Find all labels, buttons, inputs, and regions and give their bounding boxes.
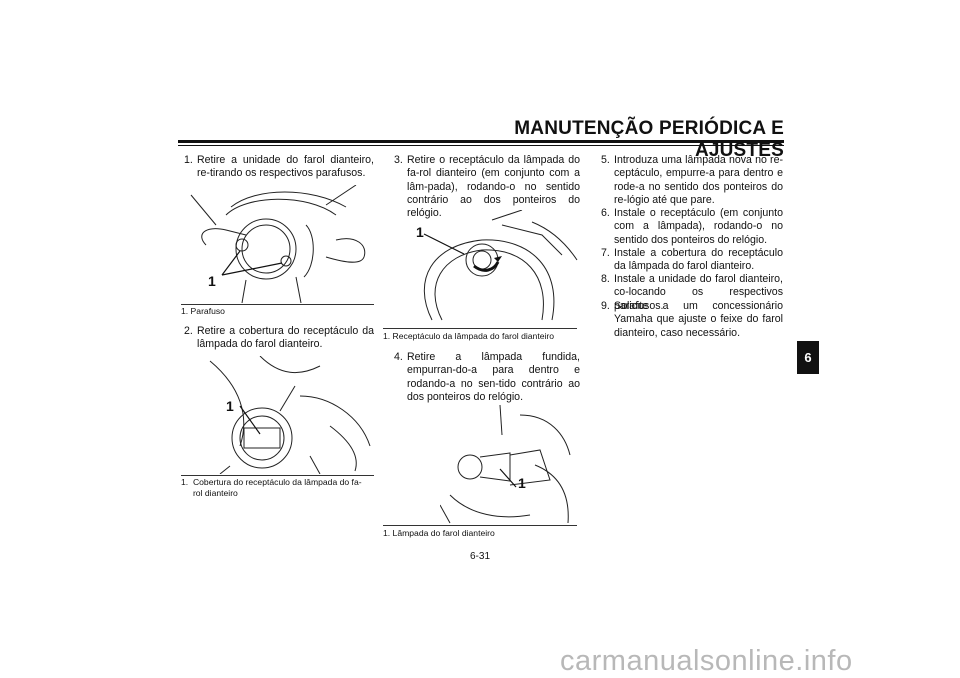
figure-bulb-socket: 1 (402, 210, 580, 328)
figure-caption: 1. Receptáculo da lâmpada do farol diant… (383, 331, 555, 341)
figure-caption: 1. Parafuso (181, 306, 225, 316)
page-number: 6-31 (469, 551, 490, 562)
step-1: 1.Retire a unidade do farol dianteiro, r… (184, 154, 374, 180)
step-3: 3.Retire o receptáculo da lâmpada do fa-… (394, 154, 580, 220)
figure-headlight-screws: 1 (186, 185, 374, 303)
figure-callout: 1 (208, 273, 216, 289)
figure-callout: 1 (226, 398, 234, 414)
step-5: 5.Introduza uma lâmpada nova no re-ceptá… (601, 154, 783, 206)
figure-bulb-cover: 1 (200, 356, 375, 474)
step-8: 8.Instale a unidade do farol dianteiro, … (601, 273, 783, 312)
header-rule-thin (178, 145, 784, 146)
chapter-tab: 6 (797, 341, 819, 374)
header-rule (178, 140, 784, 143)
caption-rule (383, 525, 577, 526)
step-4: 4.Retire a lâmpada fundida, empurran-do-… (394, 351, 580, 403)
figure-caption: 1. Cobertura do receptáculo da lâmpada d… (181, 477, 362, 498)
caption-rule (383, 328, 577, 329)
caption-rule (181, 475, 374, 476)
figure-bulb: 1 (440, 405, 577, 525)
step-7: 7.Instale a cobertura do receptáculo da … (601, 247, 783, 273)
step-9: 9.Solicite a um concessionário Yamaha qu… (601, 300, 783, 339)
figure-callout: 1 (518, 475, 526, 491)
caption-rule (181, 304, 374, 305)
step-6: 6.Instale o receptáculo (em conjunto com… (601, 207, 783, 246)
figure-caption: 1. Lâmpada do farol dianteiro (383, 528, 495, 538)
watermark: carmanualsonline.info (560, 645, 853, 677)
step-2: 2.Retire a cobertura do receptáculo da l… (184, 325, 374, 351)
figure-callout: 1 (416, 224, 424, 240)
